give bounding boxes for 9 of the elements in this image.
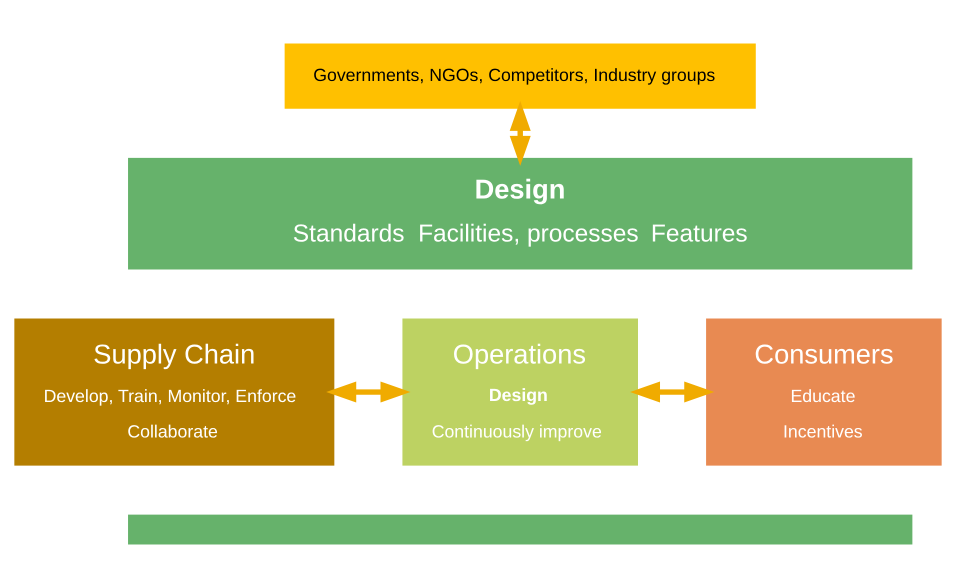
node-box: Consumers Educate Incentives [706,318,942,466]
arrow [630,381,714,402]
arrow [326,381,411,402]
node-box: Governments, NGOs, Competitors, Industry groups [284,42,756,108]
node-box: Design Standards Facilities, processes Features [128,157,912,269]
node-box: Supply Chain Develop, Train, Monitor, Enforce Collaborate [14,318,334,466]
arrow [510,100,531,166]
node-box: Operations Design Continuously improve [402,318,638,466]
node-bar [128,514,912,544]
